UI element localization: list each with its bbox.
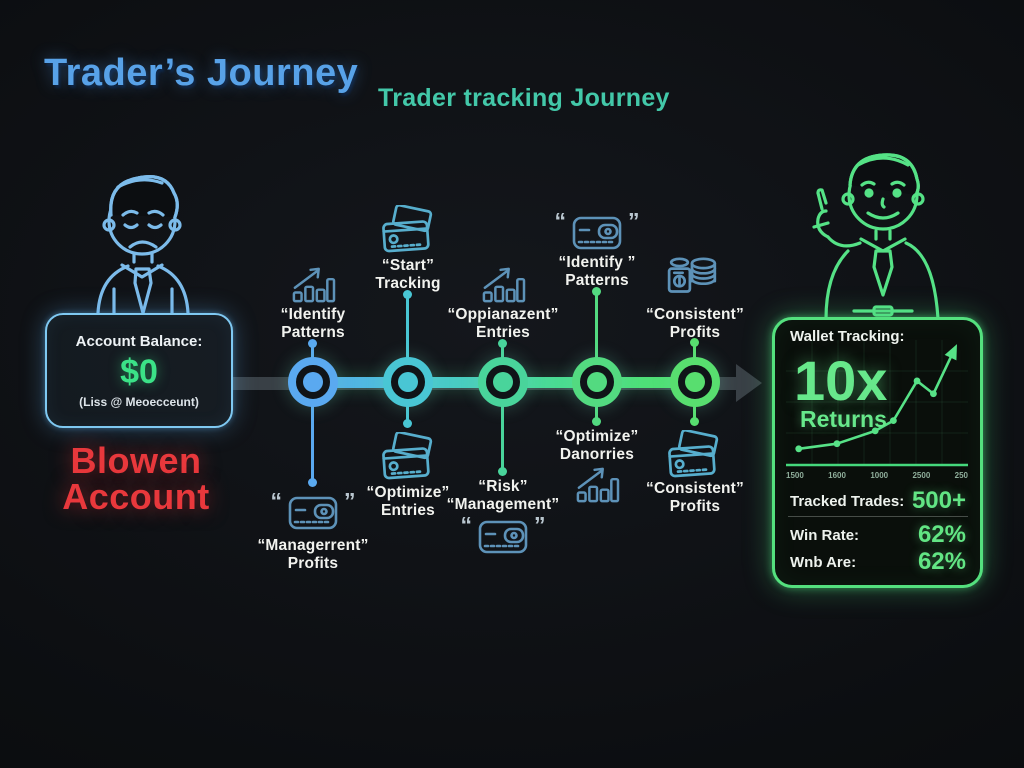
blown-account-caption: Blowen Account (30, 443, 242, 515)
stat-value: 62% (917, 548, 966, 575)
bar-chart-icon (479, 262, 527, 304)
stem-dot (308, 339, 317, 348)
quote-mark: ” (344, 488, 356, 514)
wallet-icon: “ ” (454, 514, 552, 558)
bar-chart-icon (573, 462, 621, 504)
coins-icon (666, 252, 720, 304)
wallet-icon: “ ” (264, 490, 362, 534)
blown-line1: Blowen (70, 440, 202, 481)
blown-line2: Account (62, 476, 210, 517)
stem-dot (308, 478, 317, 487)
account-balance-label: Account Balance: (75, 332, 203, 350)
happy-trader-illustration (812, 153, 940, 321)
quote-mark: “ (460, 512, 473, 538)
stem-dot (498, 467, 507, 476)
stat-value: 62% (917, 521, 966, 548)
stem (693, 344, 696, 363)
account-balance-card: Account Balance: $0 (Liss @ Meoecceunt) (45, 313, 233, 428)
returns-caption: Returns (800, 406, 887, 432)
stem-dot (498, 339, 507, 348)
timeline-label-4-bottom: “Optimize” Danorries (555, 428, 639, 463)
timeline-label-2-top: “Start” Tracking (375, 257, 441, 292)
stem (501, 345, 504, 363)
wallet-icon: “ ” (548, 210, 646, 254)
timeline-label-4-top: “Identify ” Patterns (558, 254, 636, 289)
x-tick: 1600 (828, 471, 846, 480)
timeline-label-5-bottom: “Consistent” Profits (646, 480, 744, 515)
stem (406, 295, 409, 363)
timeline-node-3 (478, 357, 528, 407)
page-subtitle: Trader tracking Journey (378, 84, 670, 112)
stat-row-wnb-are: Wnb Are: 62% (790, 548, 966, 576)
timeline-label-3-bottom: “Risk” “Management” (446, 478, 560, 513)
stem (406, 400, 409, 424)
stat-row-win-rate: Win Rate: 62% (790, 521, 966, 549)
stem-dot (690, 417, 699, 426)
timeline-label-2-bottom: “Optimize” Entries (366, 484, 450, 519)
stem-dot (592, 287, 601, 296)
x-tick: 1500 (786, 471, 804, 480)
card-icon (380, 205, 434, 257)
x-tick: 2500 (912, 471, 931, 480)
quote-mark: “ (270, 488, 283, 514)
timeline-node-5 (670, 357, 720, 407)
account-balance-value: $0 (120, 352, 158, 391)
stat-label: Win Rate: (790, 526, 860, 544)
stem (311, 400, 314, 482)
stem-dot (592, 417, 601, 426)
stem (595, 400, 598, 422)
stat-label: Tracked Trades: (790, 492, 905, 510)
timeline-label-5-top: “Consistent” Profits (646, 306, 744, 341)
stem-dot (690, 338, 699, 347)
panel-divider (788, 516, 968, 517)
stem-dot (403, 419, 412, 428)
x-tick: 1000 (870, 471, 889, 480)
account-balance-note: (Liss @ Meoecceunt) (79, 394, 199, 409)
quote-mark: “ (554, 208, 567, 234)
panel-title: Wallet Tracking: (790, 328, 905, 345)
timeline-node-1 (288, 357, 338, 407)
sad-trader-illustration (96, 175, 190, 315)
timeline-node-4 (572, 357, 622, 407)
stat-row-tracked-trades: Tracked Trades: 500+ (790, 487, 966, 515)
card-icon (380, 432, 434, 484)
stem (693, 400, 696, 422)
card-icon (666, 430, 720, 482)
timeline-node-2 (383, 357, 433, 407)
quote-mark: ” (628, 208, 640, 234)
timeline-label-3-top: “Oppianazent” Entries (447, 306, 559, 341)
quote-mark: ” (534, 512, 546, 538)
returns-line-chart (786, 340, 968, 467)
timeline-arrowhead-icon (736, 364, 762, 402)
page-title: Trader’s Journey (44, 52, 359, 94)
stat-label: Wnb Are: (790, 553, 857, 571)
timeline-label-1-bottom: “Managerrent” Profits (257, 537, 369, 572)
stem (501, 400, 504, 472)
x-tick: 250 (954, 471, 968, 480)
timeline-label-1-top: “Identify Patterns (280, 306, 346, 341)
chart-x-axis-ticks: 1500 1600 1000 2500 250 (786, 471, 968, 480)
stat-value: 500+ (911, 487, 966, 514)
bar-chart-icon (289, 262, 337, 304)
stem (311, 345, 314, 363)
stem (595, 292, 598, 363)
returns-multiplier: 10x (794, 349, 888, 412)
stem-dot (403, 290, 412, 299)
